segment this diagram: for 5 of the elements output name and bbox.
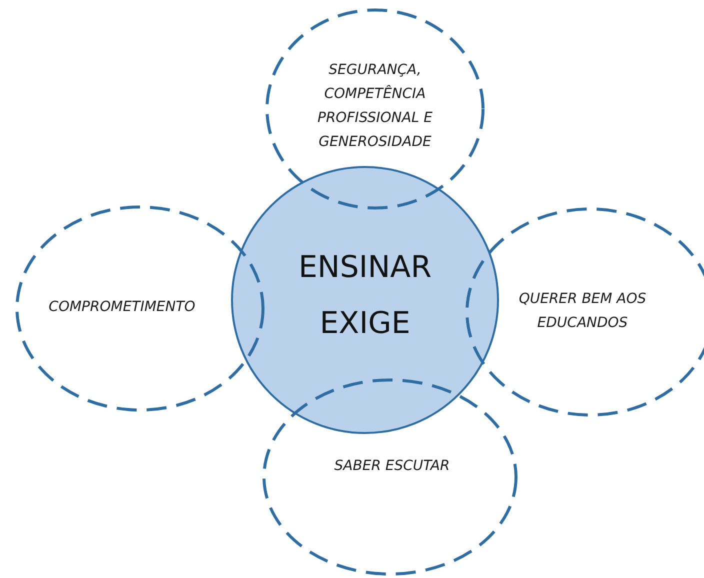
circle-label: QUERER BEM AOS EDUCANDOS: [518, 290, 648, 333]
circle-label: SABER ESCUTAR: [333, 457, 451, 476]
center-title: ENSINAR EXIGE: [297, 249, 433, 343]
circle-label: COMPROMETIMENTO: [48, 298, 196, 317]
circle-label: SEGURANÇA, COMPETÊNCIA PROFISSIONAL E GENEROSIDADE: [316, 61, 434, 152]
